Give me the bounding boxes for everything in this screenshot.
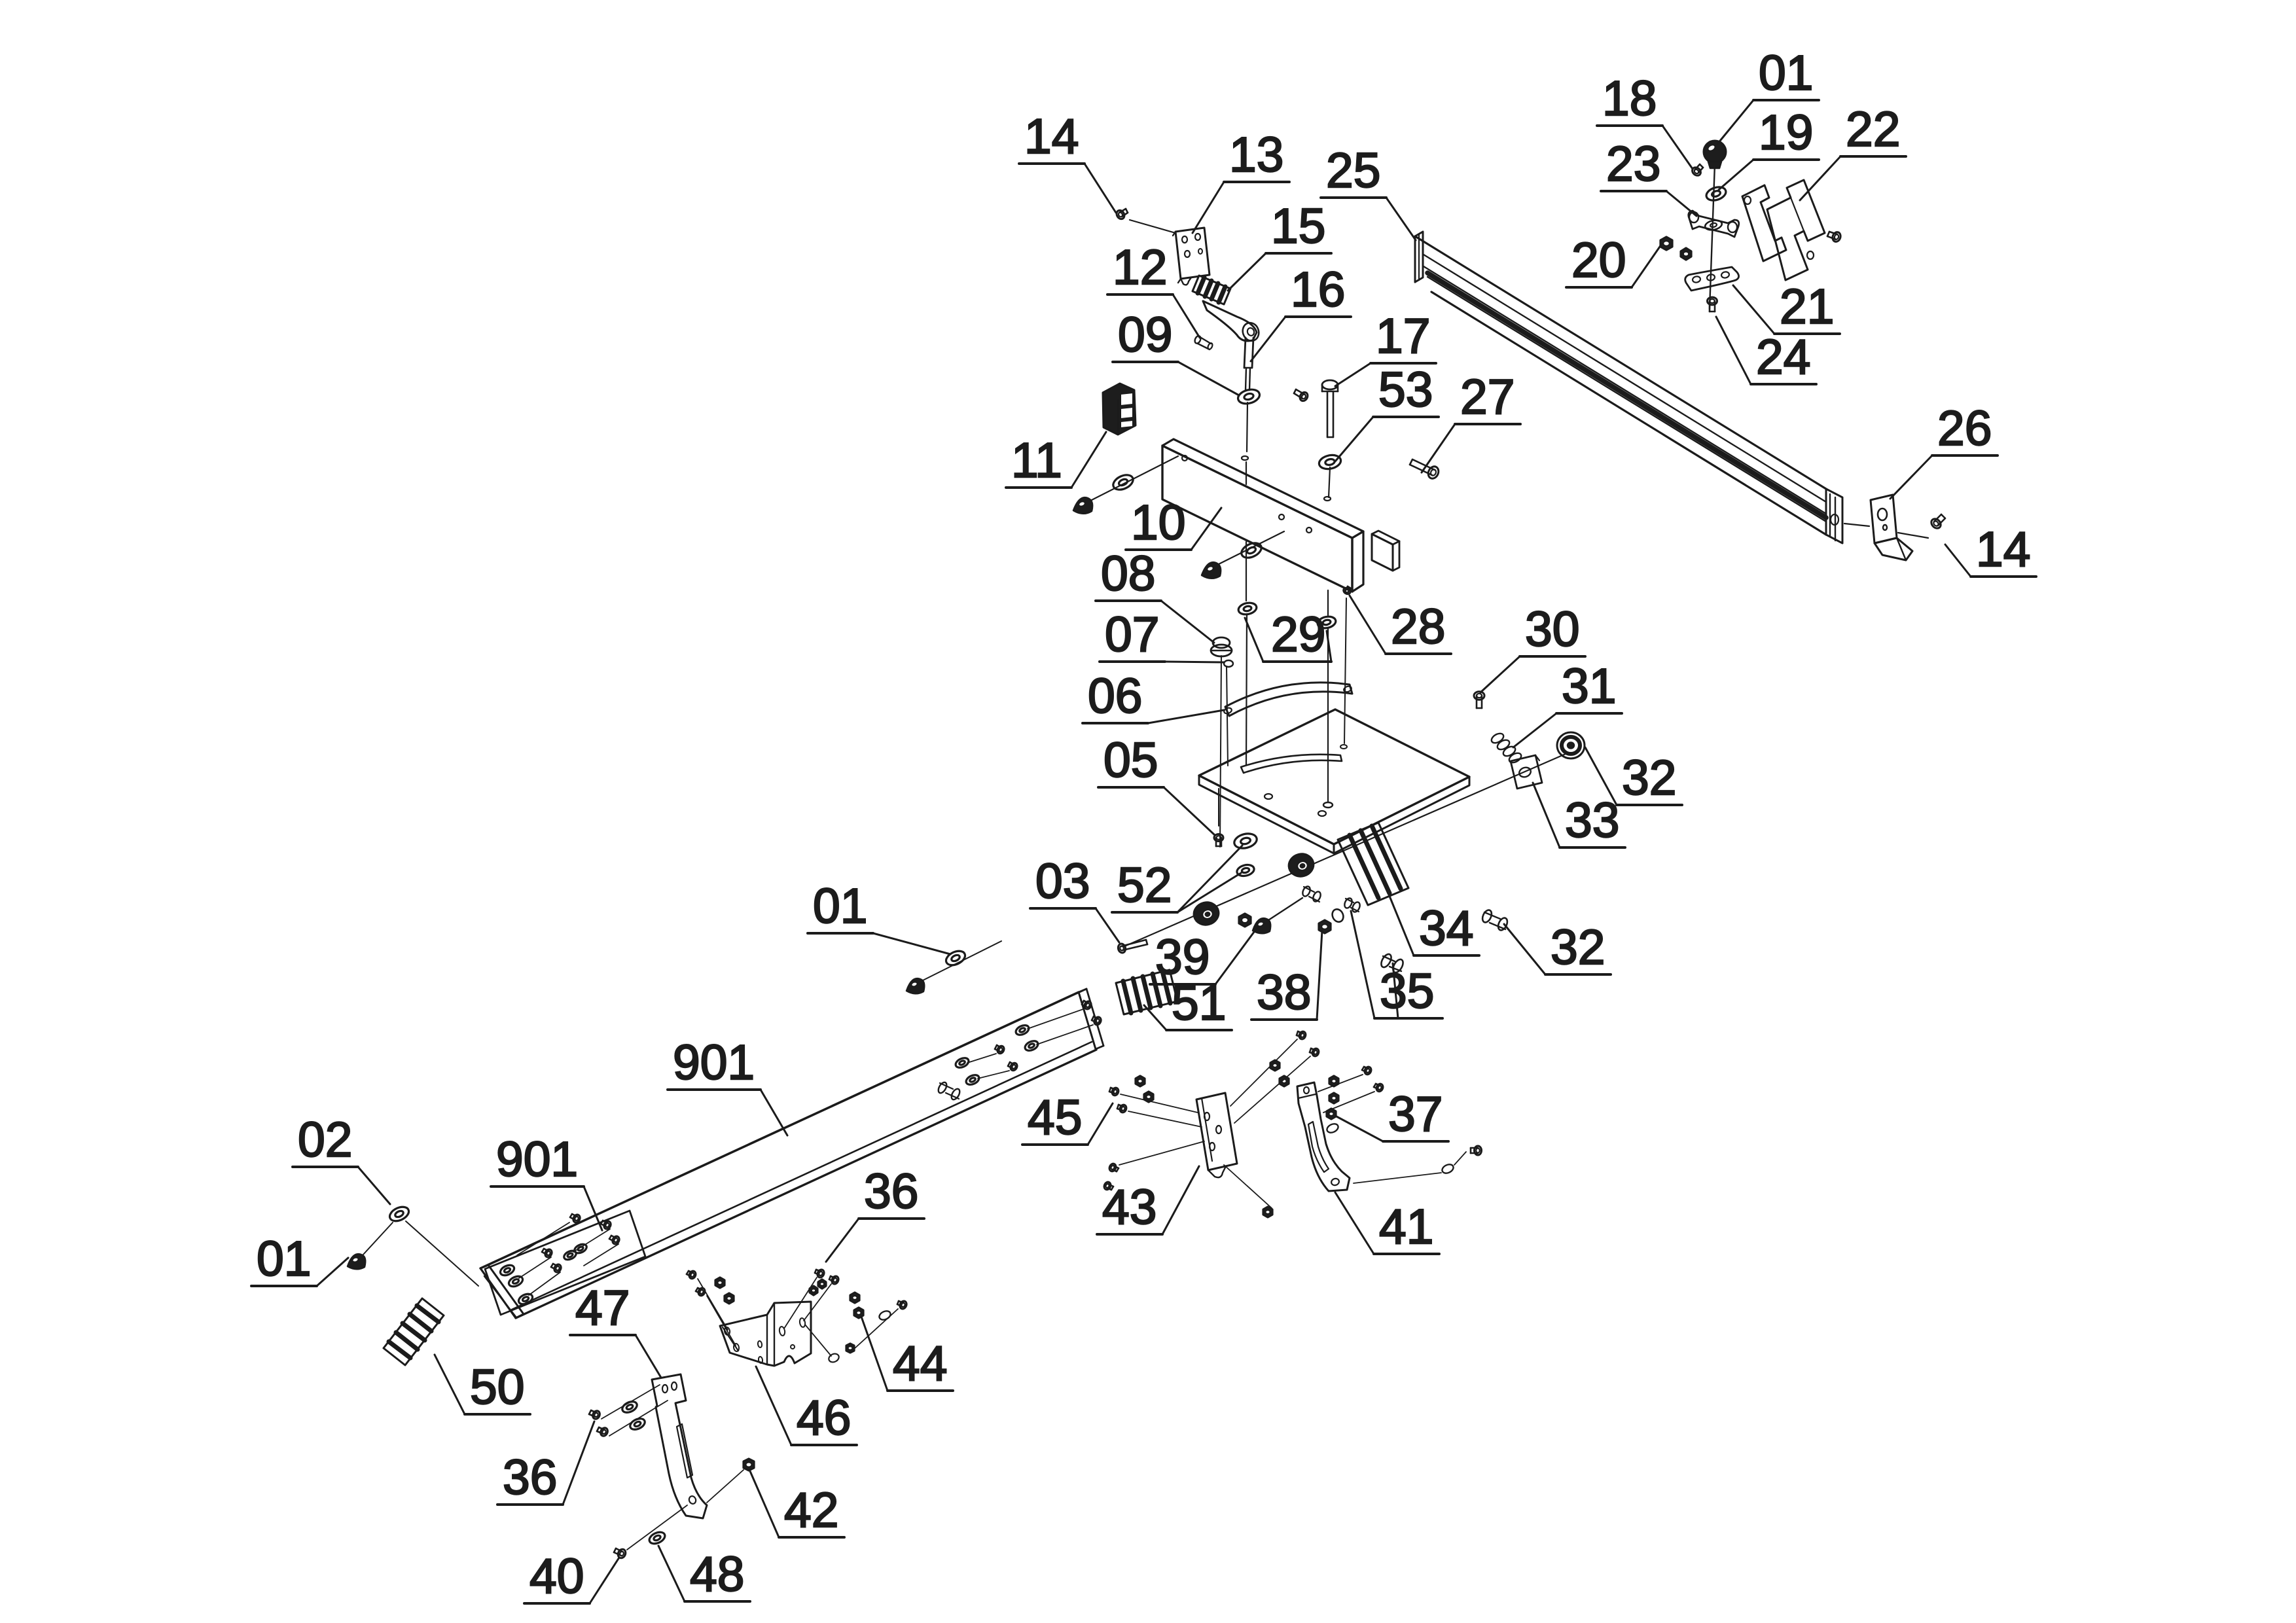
svg-text:44: 44 [893, 1336, 947, 1391]
svg-text:33: 33 [1565, 793, 1619, 847]
svg-text:08: 08 [1101, 546, 1155, 601]
svg-text:13: 13 [1229, 127, 1283, 182]
svg-text:29: 29 [1271, 607, 1325, 662]
svg-text:19: 19 [1759, 105, 1813, 160]
svg-text:43: 43 [1102, 1179, 1157, 1234]
svg-text:03: 03 [1035, 853, 1090, 908]
svg-text:14: 14 [1024, 109, 1079, 164]
svg-text:06: 06 [1088, 668, 1142, 723]
svg-text:38: 38 [1257, 965, 1311, 1020]
svg-text:15: 15 [1271, 198, 1325, 253]
svg-text:17: 17 [1376, 308, 1430, 363]
svg-text:16: 16 [1291, 262, 1345, 317]
svg-text:21: 21 [1780, 279, 1834, 334]
svg-text:40: 40 [529, 1548, 584, 1603]
svg-text:50: 50 [470, 1359, 524, 1414]
svg-text:41: 41 [1379, 1199, 1433, 1254]
svg-text:46: 46 [797, 1390, 851, 1445]
svg-text:37: 37 [1388, 1086, 1443, 1141]
svg-text:11: 11 [1011, 433, 1062, 488]
svg-text:01: 01 [813, 878, 867, 933]
svg-text:07: 07 [1105, 607, 1159, 662]
svg-text:35: 35 [1380, 963, 1434, 1018]
svg-text:01: 01 [1759, 45, 1813, 100]
svg-text:45: 45 [1028, 1090, 1082, 1145]
svg-text:51: 51 [1172, 975, 1226, 1030]
svg-text:28: 28 [1391, 599, 1445, 654]
svg-text:26: 26 [1937, 401, 1992, 455]
svg-text:30: 30 [1525, 601, 1579, 656]
svg-text:27: 27 [1460, 369, 1515, 424]
svg-text:52: 52 [1117, 857, 1172, 912]
svg-text:01: 01 [257, 1231, 311, 1286]
svg-text:25: 25 [1326, 143, 1380, 198]
svg-text:901: 901 [496, 1132, 578, 1186]
svg-text:05: 05 [1103, 732, 1158, 787]
svg-text:42: 42 [784, 1482, 838, 1537]
svg-text:32: 32 [1622, 750, 1676, 805]
svg-text:02: 02 [298, 1112, 352, 1167]
svg-text:32: 32 [1551, 919, 1605, 974]
svg-text:34: 34 [1419, 901, 1473, 955]
svg-text:10: 10 [1131, 495, 1185, 550]
svg-text:14: 14 [1976, 522, 2030, 577]
svg-text:36: 36 [864, 1164, 918, 1219]
svg-text:12: 12 [1113, 240, 1167, 294]
svg-text:31: 31 [1562, 658, 1616, 713]
svg-text:901: 901 [673, 1035, 755, 1090]
svg-text:48: 48 [690, 1546, 744, 1601]
svg-text:39: 39 [1155, 929, 1210, 984]
svg-text:09: 09 [1118, 307, 1172, 362]
svg-text:22: 22 [1846, 101, 1900, 156]
svg-text:20: 20 [1571, 232, 1626, 287]
svg-text:23: 23 [1606, 136, 1660, 191]
svg-text:36: 36 [503, 1450, 557, 1505]
svg-text:47: 47 [575, 1280, 630, 1335]
svg-text:53: 53 [1378, 362, 1433, 417]
svg-text:18: 18 [1602, 71, 1657, 126]
svg-text:24: 24 [1756, 329, 1810, 384]
